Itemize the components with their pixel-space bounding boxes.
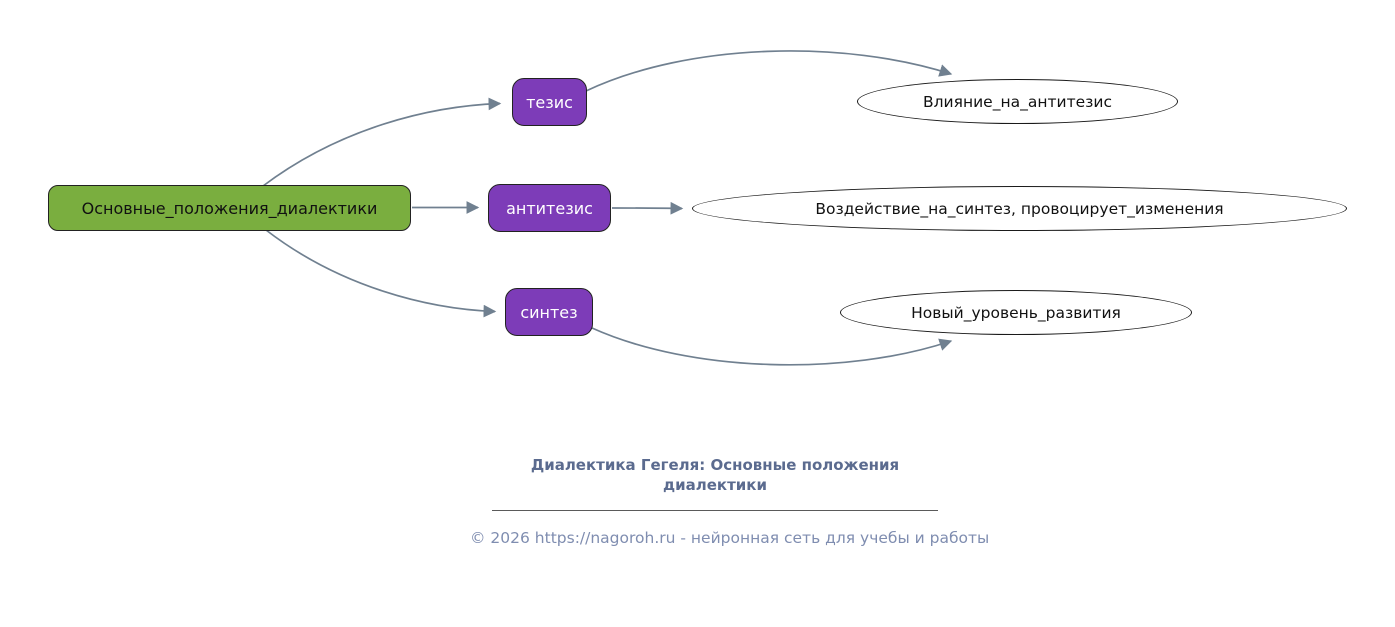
diagram-title: Диалектика Гегеля: Основные положения ди… [530,456,900,495]
edge-root-to-thesis [262,97,502,187]
edge-synthesis-to-outcome [591,327,953,366]
edge-root-to-synthesis [265,229,497,318]
node-outcome-3-label: Новый_уровень_развития [911,303,1121,322]
node-root-dialectics: Основные_положения_диалектики [48,185,411,231]
footer-copyright: © 2026 https://nagoroh.ru - нейронная се… [470,528,990,547]
node-thesis-label: тезис [526,92,573,112]
edge-thesis-to-outcome [585,50,953,92]
node-synthesis: синтез [505,288,593,336]
node-thesis: тезис [512,78,587,126]
node-outcome-influence-on-antithesis: Влияние_на_антитезис [857,79,1178,124]
node-root-label: Основные_положения_диалектики [81,198,378,218]
footer: Диалектика Гегеля: Основные положения ди… [470,455,990,547]
node-antithesis: антитезис [488,184,611,232]
node-outcome-new-level: Новый_уровень_развития [840,290,1192,335]
node-synthesis-label: синтез [520,302,578,322]
node-antithesis-label: антитезис [506,198,593,218]
footer-divider [492,509,938,511]
edge-antithesis-to-outcome [611,201,684,215]
node-outcome-impact-on-synthesis: Воздействие_на_синтез, провоцирует_измен… [692,186,1347,231]
node-outcome-1-label: Влияние_на_антитезис [923,92,1112,111]
node-outcome-2-label: Воздействие_на_синтез, провоцирует_измен… [815,199,1224,218]
